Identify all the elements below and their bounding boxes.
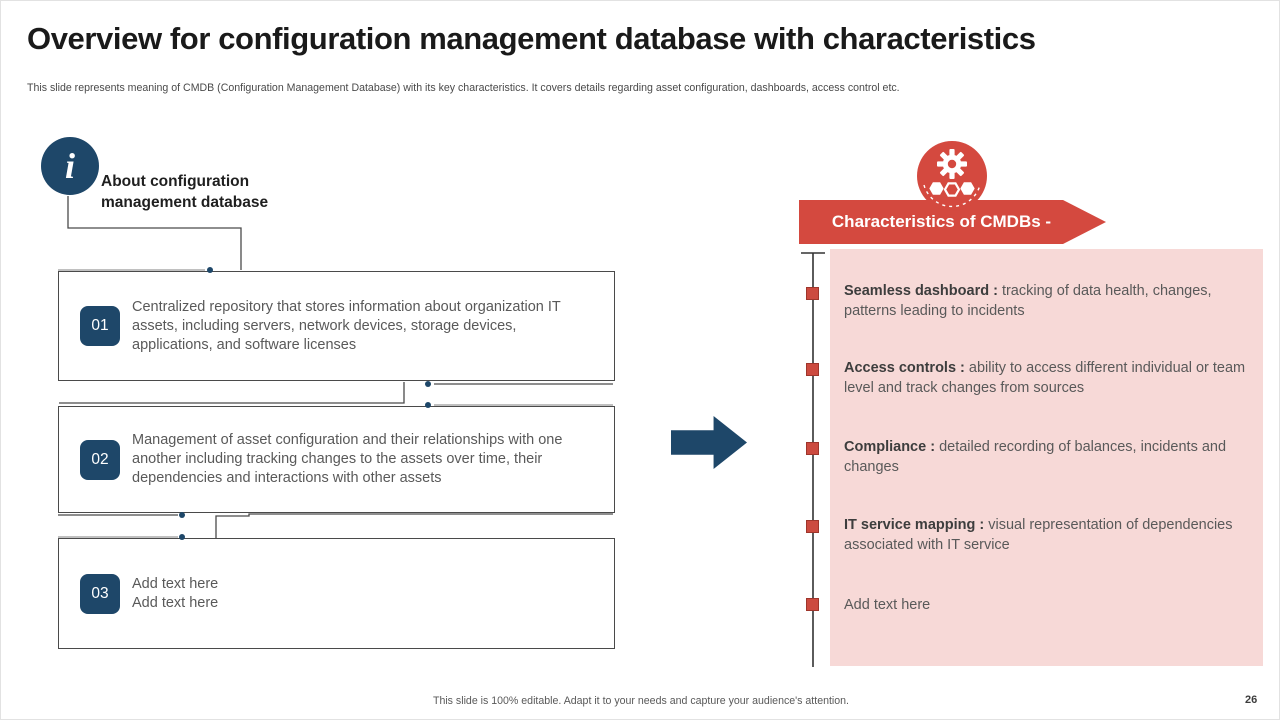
numbered-box-03: 03 Add text here Add text here bbox=[58, 538, 615, 649]
info-icon: i bbox=[41, 137, 99, 195]
slide-subtitle: This slide represents meaning of CMDB (C… bbox=[27, 82, 900, 94]
characteristic-item: Seamless dashboard : tracking of data he… bbox=[844, 282, 1258, 321]
characteristics-panel bbox=[830, 249, 1263, 666]
characteristic-item: Access controls : ability to access diff… bbox=[844, 359, 1258, 398]
characteristic-text: visual representation of dependencies as… bbox=[844, 517, 1233, 553]
characteristic-label: IT service mapping : bbox=[844, 517, 989, 533]
box-text-02: Management of asset configuration and th… bbox=[132, 432, 563, 486]
characteristics-banner: Characteristics of CMDBs - bbox=[799, 200, 1106, 244]
numbered-box-02: 02 Management of asset configuration and… bbox=[58, 406, 615, 513]
characteristic-label: Seamless dashboard : bbox=[844, 283, 1002, 299]
characteristic-text: tracking of data health, changes, patter… bbox=[844, 283, 1212, 319]
characteristic-label: Compliance : bbox=[844, 439, 940, 455]
footer-note: This slide is 100% editable. Adapt it to… bbox=[432, 695, 850, 707]
characteristic-item: Add text here bbox=[844, 596, 1258, 616]
characteristics-banner-label: Characteristics of CMDBs - bbox=[831, 212, 1052, 231]
gear-icon bbox=[923, 149, 981, 208]
page-title: Overview for configuration management da… bbox=[27, 21, 1036, 56]
number-badge-01: 01 bbox=[80, 306, 120, 346]
characteristic-text: ability to access different individual o… bbox=[844, 360, 1246, 396]
characteristic-text: Add text here bbox=[844, 597, 931, 613]
bullet-square-icon bbox=[806, 287, 819, 300]
page-number: 26 bbox=[1245, 694, 1258, 706]
bullet-square-icon bbox=[806, 520, 819, 533]
characteristic-item: Compliance : detailed recording of balan… bbox=[844, 438, 1258, 477]
bullet-square-icon bbox=[806, 363, 819, 376]
info-icon-glyph: i bbox=[64, 146, 75, 186]
characteristic-item: IT service mapping : visual representati… bbox=[844, 516, 1258, 555]
left-section-heading: About configuration management database bbox=[101, 173, 269, 211]
number-badge-03: 03 bbox=[80, 573, 120, 614]
characteristic-text: detailed recording of balances, incident… bbox=[844, 439, 1227, 475]
bullet-square-icon bbox=[806, 442, 819, 455]
bullet-square-icon bbox=[806, 598, 819, 611]
numbered-box-01: 01 Centralized repository that stores in… bbox=[58, 271, 615, 381]
box-text-01: Centralized repository that stores infor… bbox=[132, 298, 561, 353]
right-arrow-icon bbox=[671, 416, 747, 469]
characteristic-label: Access controls : bbox=[844, 360, 969, 376]
gear-badge bbox=[917, 141, 987, 211]
number-badge-02: 02 bbox=[80, 439, 120, 480]
box-text-03: Add text here Add text here bbox=[132, 575, 219, 611]
